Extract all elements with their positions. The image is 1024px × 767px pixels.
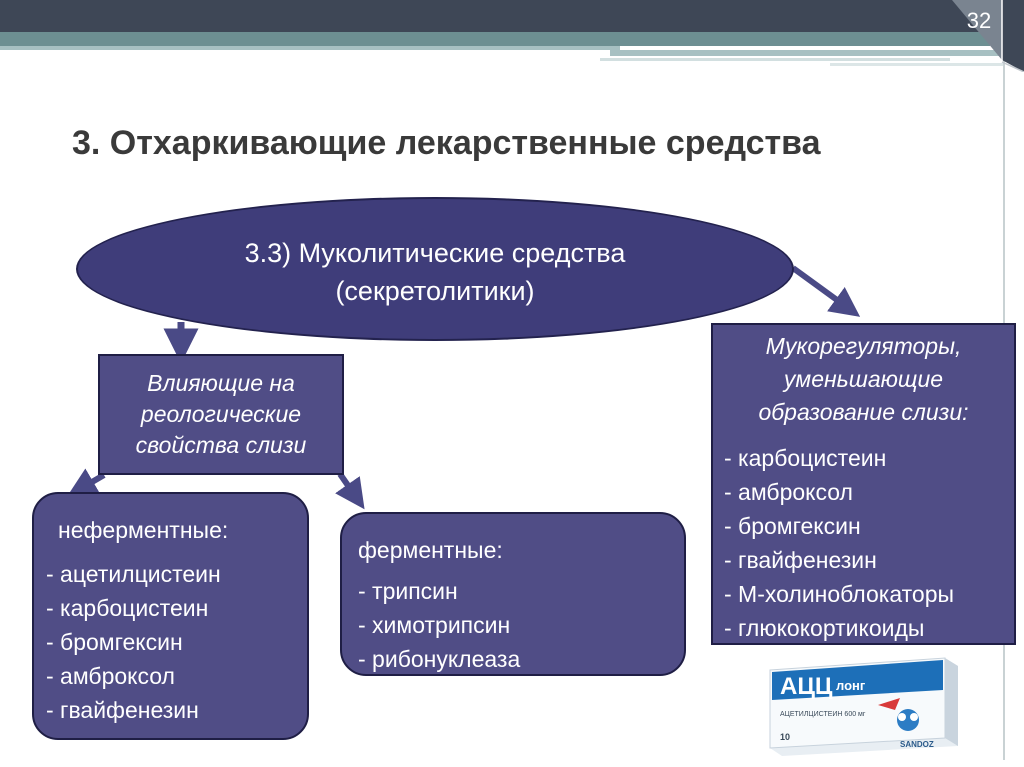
list-item: - трипсин [358, 578, 458, 604]
rheology-label-line3: свойства слизи [135, 432, 307, 458]
rheology-label-line2: реологические [140, 401, 302, 427]
mucolytics-ellipse [76, 197, 794, 341]
package-maker: SANDOZ [900, 740, 934, 749]
header-right-strip-thin-2 [830, 63, 1005, 66]
enzymatic-heading: ферментные: [358, 537, 503, 563]
mucolytics-label-line1: 3.3) Муколитические средства [244, 238, 626, 268]
header-bar [0, 0, 1024, 32]
mucoregulators-heading-line1: Мукорегуляторы, [765, 333, 962, 359]
page-fold-icon [952, 0, 1024, 72]
list-item: - бромгексин [46, 629, 183, 655]
list-item: - карбоцистеин [724, 445, 887, 471]
mucoregulators-heading: Мукорегуляторы, уменьшающие образование … [711, 330, 1016, 429]
rheology-label: Влияющие на реологические свойства слизи [98, 368, 344, 461]
list-item: - М-холиноблокаторы [724, 581, 955, 607]
header-right-strip [610, 50, 1000, 56]
arrow-influence-to-nonenzymatic [67, 468, 106, 497]
arrow-ellipse-to-mucoregulators [791, 265, 861, 317]
list-item: - гвайфенезин [724, 547, 877, 573]
nonenzymatic-heading: неферментные: [58, 517, 229, 543]
list-item: - рибонуклеаза [358, 646, 521, 672]
header-accent-strip-light [0, 46, 620, 50]
slide-title: 3. Отхаркивающие лекарственные средства [72, 124, 821, 162]
mucoregulators-list: - карбоцистеин - амброксол - бромгексин … [724, 441, 954, 645]
medicine-package-image: АЦЦ лонг АЦЕТИЛЦИСТЕИН 600 мг 10 SANDOZ [769, 657, 958, 756]
page-number: 32 [966, 8, 992, 33]
list-item: - ацетилцистеин [46, 561, 221, 587]
list-item: - бромгексин [724, 513, 861, 539]
mucolytics-label-line2: (секретолитики) [335, 276, 535, 306]
list-item: - амброксол [46, 663, 175, 689]
list-item: - глюкокортикоиды [724, 615, 925, 641]
list-item: - амброксол [724, 479, 853, 505]
rheology-box [98, 354, 344, 475]
mucoregulators-box [711, 323, 1016, 645]
package-count: 10 [780, 732, 790, 742]
enzymatic-list: - трипсин - химотрипсин - рибонуклеаза [358, 574, 520, 676]
mucoregulators-heading-line2: уменьшающие [783, 366, 944, 392]
package-ingredient: АЦЕТИЛЦИСТЕИН 600 мг [780, 711, 866, 718]
nonenzymatic-box [32, 492, 309, 740]
list-item: - гвайфенезин [46, 697, 199, 723]
package-brand: АЦЦ [780, 673, 833, 700]
rheology-label-line1: Влияющие на [147, 370, 295, 396]
arrow-influence-to-enzymatic [335, 472, 365, 510]
mucoregulators-heading-line3: образование слизи: [758, 399, 969, 425]
list-item: - химотрипсин [358, 612, 511, 638]
enzymatic-box [340, 512, 686, 676]
header-right-strip-thin [600, 58, 950, 61]
package-variant: лонг [836, 678, 866, 693]
header-accent-strip [0, 32, 990, 46]
list-item: - карбоцистеин [46, 595, 209, 621]
mucolytics-label: 3.3) Муколитические средства (секретолит… [76, 234, 794, 310]
nonenzymatic-list: - ацетилцистеин - карбоцистеин - бромгек… [46, 557, 221, 727]
